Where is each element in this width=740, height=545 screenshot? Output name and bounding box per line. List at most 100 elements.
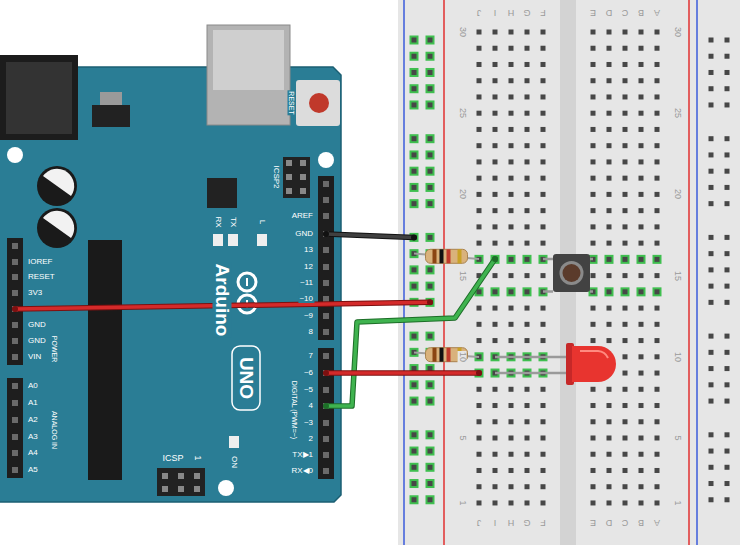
- connected-hole-marker: [410, 52, 419, 61]
- connected-hole-marker: [410, 84, 419, 93]
- resistor-band: [447, 348, 451, 362]
- breadboard-hole: [709, 235, 714, 240]
- breadboard-hole: [509, 78, 514, 83]
- header-pin: [12, 467, 18, 473]
- breadboard-hole: [525, 338, 530, 343]
- breadboard-hole: [607, 436, 612, 441]
- capacitor: [43, 211, 74, 238]
- breadboard-hole: [428, 300, 433, 305]
- breadboard-hole: [493, 192, 498, 197]
- breadboard-hole: [477, 500, 482, 505]
- breadboard-hole: [709, 185, 714, 190]
- pin-label: A5: [27, 466, 39, 474]
- breadboard-hole: [725, 86, 730, 91]
- breadboard-label: H: [507, 8, 516, 17]
- breadboard-hole: [607, 468, 612, 473]
- connected-hole-marker: [410, 397, 419, 406]
- breadboard-hole: [591, 500, 596, 505]
- breadboard-hole: [709, 136, 714, 141]
- reset-button: [309, 93, 329, 113]
- connected-hole-marker: [410, 265, 419, 274]
- rail-line-positive: [688, 0, 690, 545]
- connected-hole-marker: [426, 100, 435, 109]
- connected-hole-marker: [426, 36, 435, 45]
- pin-label: A1: [27, 399, 39, 407]
- breadboard-hole: [525, 111, 530, 116]
- breadboard-hole: [591, 403, 596, 408]
- mounting-hole: [218, 480, 234, 496]
- breadboard-hole: [541, 208, 546, 213]
- capacitor: [37, 208, 77, 248]
- breadboard-hole: [655, 289, 660, 294]
- breadboard-hole: [655, 387, 660, 392]
- breadboard-hole: [591, 322, 596, 327]
- breadboard-label: 10: [458, 351, 467, 363]
- breadboard-hole: [709, 251, 714, 256]
- breadboard-hole: [428, 382, 433, 387]
- connected-hole-marker: [426, 463, 435, 472]
- breadboard-hole: [493, 257, 498, 262]
- pin-header: [318, 176, 334, 340]
- breadboard-hole: [709, 201, 714, 206]
- header-pin: [12, 243, 18, 249]
- breadboard-hole: [623, 224, 628, 229]
- breadboard-hole: [623, 289, 628, 294]
- indicator-led: [228, 234, 238, 246]
- breadboard-hole: [541, 403, 546, 408]
- breadboard-hole: [709, 152, 714, 157]
- breadboard-label: E: [589, 518, 597, 527]
- breadboard-label: 25: [458, 107, 467, 119]
- breadboard-hole: [541, 176, 546, 181]
- breadboard-hole: [509, 452, 514, 457]
- breadboard-hole: [428, 465, 433, 470]
- breadboard-hole: [607, 176, 612, 181]
- breadboard-hole: [493, 208, 498, 213]
- usb-connector: [207, 25, 290, 125]
- breadboard-hole: [607, 322, 612, 327]
- breadboard-hole: [725, 38, 730, 43]
- breadboard-hole: [477, 159, 482, 164]
- breadboard-hole: [725, 201, 730, 206]
- breadboard-hole: [493, 338, 498, 343]
- header-pin: [323, 181, 329, 187]
- breadboard-label: D: [605, 8, 614, 17]
- connected-hole-marker: [653, 287, 662, 296]
- breadboard-label: J: [476, 518, 483, 527]
- ground-wire: [323, 231, 417, 240]
- breadboard-hole: [623, 436, 628, 441]
- breadboard-hole: [623, 354, 628, 359]
- breadboard-hole: [428, 284, 433, 289]
- breadboard-hole: [477, 436, 482, 441]
- breadboard-hole: [541, 127, 546, 132]
- pin-label: A4: [27, 449, 39, 457]
- breadboard-hole: [591, 127, 596, 132]
- connected-hole-marker: [621, 287, 630, 296]
- pin-label: 3V3: [27, 289, 43, 297]
- breadboard-hole: [709, 497, 714, 502]
- pin-label: ~10: [298, 295, 314, 303]
- breadboard-label: 25: [673, 107, 682, 119]
- breadboard-hole: [639, 143, 644, 148]
- breadboard-hole: [493, 289, 498, 294]
- pin-label: VIN: [27, 353, 42, 361]
- header-pin: [323, 329, 329, 335]
- breadboard-hole: [493, 30, 498, 35]
- connected-hole-marker: [410, 447, 419, 456]
- breadboard-hole: [709, 169, 714, 174]
- breadboard-hole: [655, 192, 660, 197]
- breadboard-hole: [591, 452, 596, 457]
- breadboard-hole: [639, 306, 644, 311]
- led-leg: [495, 372, 578, 375]
- breadboard-hole: [428, 70, 433, 75]
- breadboard-label: D: [605, 518, 614, 527]
- connected-hole-marker: [426, 233, 435, 242]
- connected-hole-marker: [523, 287, 532, 296]
- connected-hole-marker: [426, 183, 435, 192]
- resistor-band: [440, 348, 444, 362]
- breadboard-hole: [493, 419, 498, 424]
- breadboard-hole: [591, 484, 596, 489]
- breadboard-hole: [412, 70, 417, 75]
- breadboard-label: C: [621, 518, 630, 527]
- breadboard-hole: [525, 30, 530, 35]
- breadboard-hole: [607, 143, 612, 148]
